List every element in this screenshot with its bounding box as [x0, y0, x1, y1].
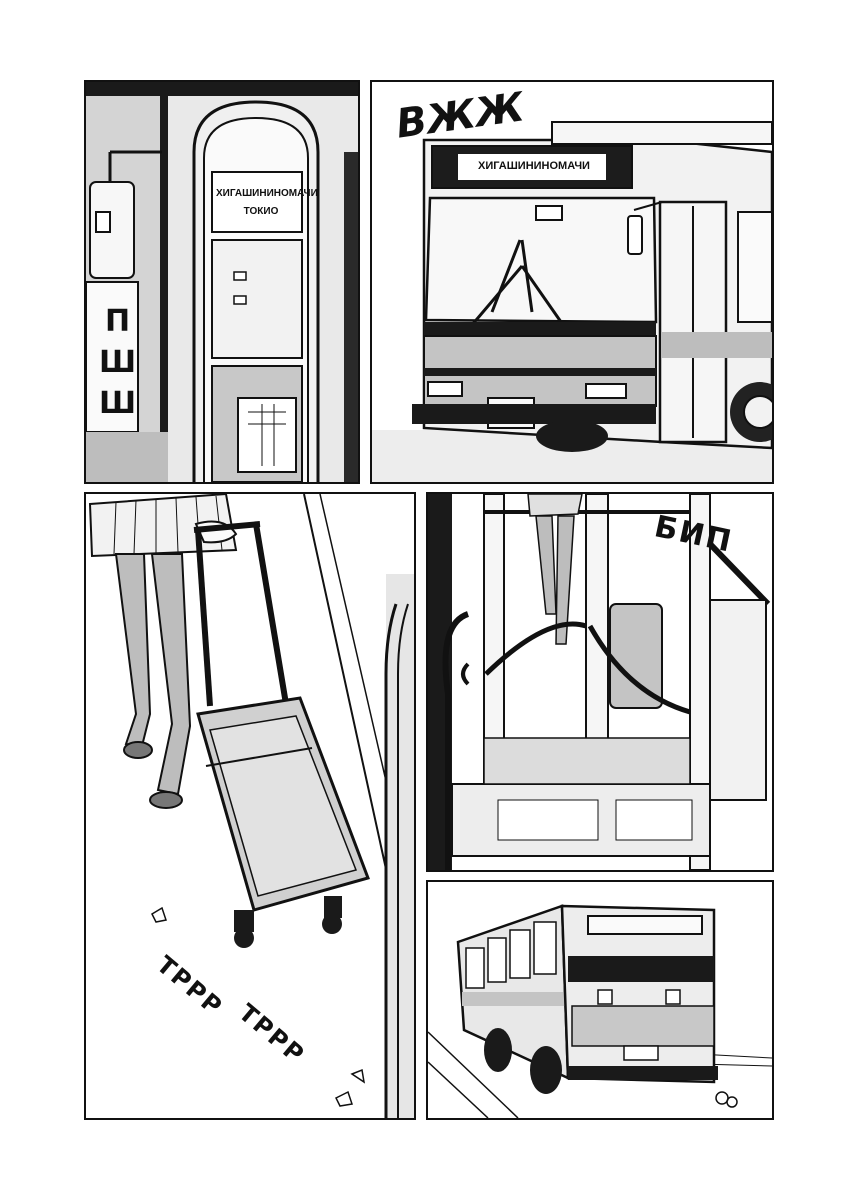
panel-bus-departing	[426, 880, 774, 1120]
bus-door-illustration	[428, 494, 772, 870]
suitcase-walk-illustration	[86, 494, 414, 1118]
panel-bus-stop: ХИГАШИНИНОМАЧИ ТОКИО ПШШ	[84, 80, 360, 484]
stop-sign-line1: ХИГАШИНИНОМАЧИ	[216, 188, 318, 199]
sfx-door-hiss: ПШШ	[100, 304, 135, 427]
bus-stop-illustration	[86, 82, 358, 482]
bus-destination-board: ХИГАШИНИНОМАЧИ	[478, 160, 590, 172]
panel-boarding: БИП	[426, 492, 774, 872]
stop-sign-line2: ТОКИО	[243, 206, 279, 217]
bus-front-illustration	[372, 82, 772, 482]
panel-bus-arrival: ВЖЖ ХИГАШИНИНОМАЧИ	[370, 80, 774, 484]
bus-rear-illustration	[428, 882, 772, 1118]
panel-walking-suitcase: ТРРР ТРРР	[84, 492, 416, 1120]
